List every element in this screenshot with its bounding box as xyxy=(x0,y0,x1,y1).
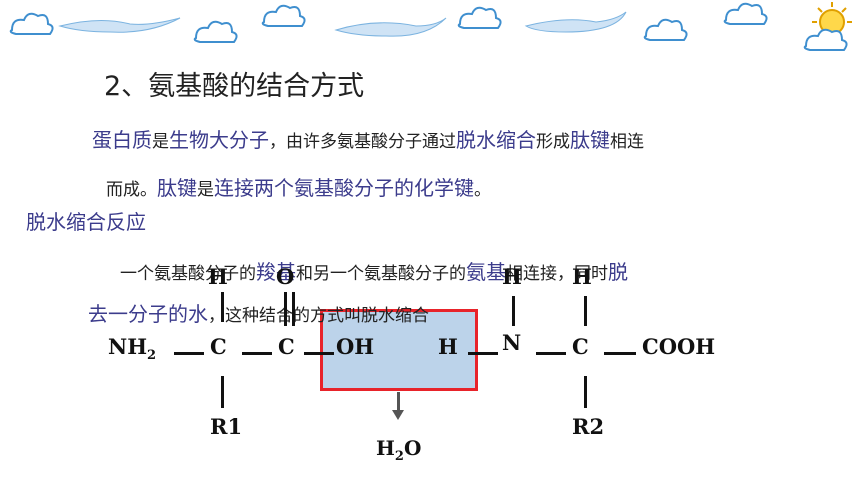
bond-c1-r1 xyxy=(221,376,224,408)
group-r1: R1 xyxy=(210,414,243,439)
bond-c3-cooh xyxy=(604,352,636,355)
bond-c3-r2 xyxy=(584,376,587,408)
text: 相连 xyxy=(610,132,644,152)
atom-c2: C xyxy=(278,334,295,359)
cloud-icon xyxy=(58,17,181,33)
atom-h-mid: H xyxy=(438,334,458,359)
text: 形成 xyxy=(536,132,570,152)
term-protein: 蛋白质 xyxy=(92,128,152,152)
bond-h-n xyxy=(468,352,498,355)
bond-c2-o-b xyxy=(292,292,295,326)
cloud-icon xyxy=(643,18,688,41)
atom-h-top1: H xyxy=(208,264,228,289)
term-peptide-bond: 肽键 xyxy=(157,176,197,200)
cloud-icon xyxy=(9,12,54,35)
cloud-icon xyxy=(457,6,502,29)
text: 是 xyxy=(197,180,214,200)
bond-c1-c2 xyxy=(242,352,272,355)
product-water: H2O xyxy=(376,436,421,464)
group-cooh: COOH xyxy=(642,334,716,359)
atom-h-top3: H xyxy=(572,264,592,289)
cloud-icon xyxy=(261,4,306,27)
cloud-icon xyxy=(723,2,768,25)
paragraph-definition-cont: 而成。肽键是连接两个氨基酸分子的化学键。 xyxy=(106,172,491,201)
term-bond-definition: 连接两个氨基酸分子的化学键 xyxy=(214,176,474,200)
atom-n: N xyxy=(502,330,522,355)
text: 和另一个氨基酸分子的 xyxy=(296,264,466,284)
subscript: 2 xyxy=(394,449,404,464)
text: O xyxy=(403,436,422,460)
term-carboxyl: 羧基 xyxy=(256,260,296,284)
water-removal-box xyxy=(320,309,478,391)
bond-c3-h xyxy=(584,296,587,326)
group-oh: OH xyxy=(336,334,375,359)
bond-n-c1 xyxy=(174,352,204,355)
paragraph-reaction: 一个氨基酸分子的羧基和另一个氨基酸分子的氨基相连接，同时脱 xyxy=(120,256,628,285)
atom-c1: C xyxy=(210,334,227,359)
cloud-icon xyxy=(524,11,627,33)
cloud-banner xyxy=(9,2,852,51)
atom-o-top: O xyxy=(276,264,295,289)
text: H xyxy=(376,436,395,460)
sun-icon xyxy=(803,2,852,51)
bond-c1-h xyxy=(221,292,224,322)
section-heading: 脱水缩合反应 xyxy=(26,210,146,234)
cloud-icon xyxy=(334,17,447,37)
group-r2: R2 xyxy=(572,414,605,439)
term-peptide-bond: 肽键 xyxy=(570,128,610,152)
group-nh2: NH2 xyxy=(108,334,156,363)
text: NH xyxy=(108,334,148,359)
text: 而成。 xyxy=(106,180,157,200)
text: ，由许多氨基酸分子通过 xyxy=(269,132,456,152)
text: ，这种结合的方式叫脱水缩合 xyxy=(208,306,429,326)
bond-c2-o-a xyxy=(284,292,287,326)
arrow-down-icon xyxy=(397,392,400,412)
text: 。 xyxy=(474,180,491,200)
term-macromolecule: 生物大分子 xyxy=(169,128,269,152)
bond-n-h xyxy=(512,296,515,326)
bond-c2-oh xyxy=(304,352,334,355)
term-dehydration: 脱水缩合 xyxy=(456,128,536,152)
atom-h-top2: H xyxy=(502,264,522,289)
page-title: 2、氨基酸的结合方式 xyxy=(104,71,365,102)
text: 相连接，同时 xyxy=(506,264,608,284)
text: 一个氨基酸分子的 xyxy=(120,264,256,284)
paragraph-reaction-cont: 去一分子的水，这种结合的方式叫脱水缩合 xyxy=(88,298,429,327)
arrow-head-icon xyxy=(392,410,404,420)
cloud-icon xyxy=(193,20,238,43)
text: 是 xyxy=(152,132,169,152)
atom-c3: C xyxy=(572,334,589,359)
term-remove: 脱 xyxy=(608,260,628,284)
term-water: 去一分子的水 xyxy=(88,302,208,326)
term-amino: 氨基 xyxy=(466,260,506,284)
subscript: 2 xyxy=(147,348,157,364)
paragraph-definition: 蛋白质是生物大分子，由许多氨基酸分子通过脱水缩合形成肽键相连 xyxy=(92,124,644,153)
bond-n-c3 xyxy=(536,352,566,355)
